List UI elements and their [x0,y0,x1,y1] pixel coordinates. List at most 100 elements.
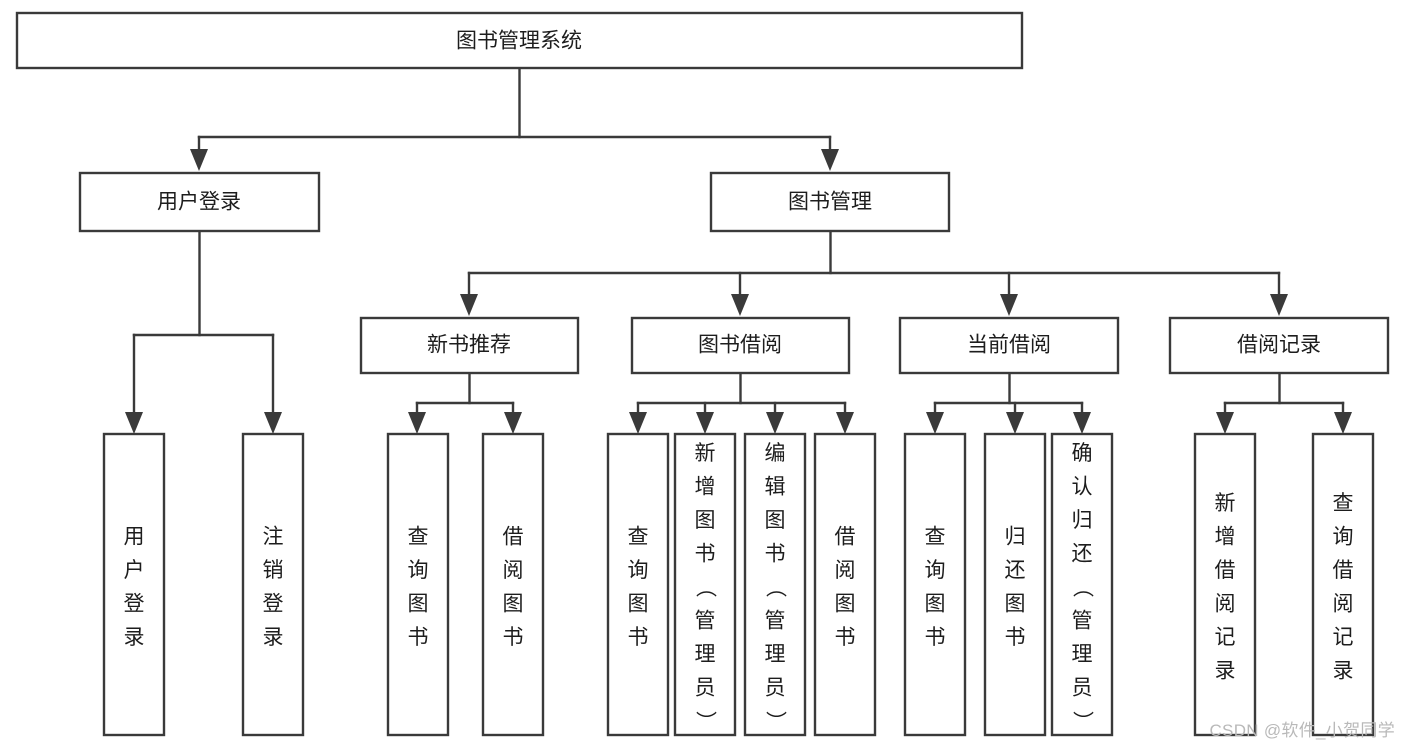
svg-text:（: （ [1070,577,1093,598]
svg-text:书: 书 [1005,626,1026,649]
leaf-query-book-2-box[interactable] [606,432,670,737]
svg-text:询: 询 [1333,526,1354,549]
svg-text:图: 图 [503,593,524,616]
arrow-to-leaf-query-book-2 [629,412,647,434]
connector-group-root [190,66,839,171]
arrow-to-leaf-query-record [1334,412,1352,434]
svg-text:阅: 阅 [835,559,856,582]
arrow-to-leaf-add-book [696,412,714,434]
node-root-label: 图书管理系统 [456,30,582,53]
node-book-borrow[interactable]: 图书借阅 [630,316,851,375]
svg-text:查: 查 [925,526,946,549]
svg-text:查: 查 [408,526,429,549]
leaf-query-record-box[interactable] [1311,432,1375,737]
leaf-edit-book-box[interactable] [743,432,807,737]
arrow-to-leaf-borrow-book-2 [836,412,854,434]
node-root[interactable]: 图书管理系统 [15,11,1024,70]
arrow-to-leaf-edit-book [766,412,784,434]
svg-text:管: 管 [765,609,786,632]
node-book-manage-box[interactable] [709,171,951,233]
svg-text:借: 借 [835,526,856,549]
svg-text:理: 理 [695,643,716,666]
svg-text:理: 理 [1072,643,1093,666]
svg-text:还: 还 [1072,542,1093,565]
arrow-to-leaf-query-book-1 [408,412,426,434]
connector-group-borrow-record [1216,371,1352,434]
node-new-book-recommend[interactable]: 新书推荐 [359,316,580,375]
svg-text:还: 还 [1005,559,1026,582]
svg-text:书: 书 [925,626,946,649]
node-new-book-recommend-box[interactable] [359,316,580,375]
svg-text:注: 注 [263,526,284,549]
svg-text:书: 书 [765,542,786,565]
node-book-borrow-box[interactable] [630,316,851,375]
node-borrow-record-box[interactable] [1168,316,1390,375]
svg-text:理: 理 [765,643,786,666]
svg-text:编: 编 [765,442,786,465]
svg-text:（: （ [763,577,786,598]
svg-text:阅: 阅 [1215,593,1236,616]
leaf-borrow-book-1-box[interactable] [481,432,545,737]
leaf-query-book-3-box[interactable] [903,432,967,737]
svg-text:记: 记 [1333,626,1354,649]
svg-text:确: 确 [1072,442,1093,465]
node-user-login-box[interactable] [78,171,321,233]
svg-text:归: 归 [1005,526,1026,549]
node-borrow-record[interactable]: 借阅记录 [1168,316,1390,375]
svg-text:员: 员 [695,676,716,699]
leaf-confirm-return-box[interactable] [1050,432,1114,737]
svg-text:询: 询 [925,559,946,582]
svg-text:录: 录 [1215,660,1236,683]
leaf-add-book-box[interactable] [673,432,737,737]
svg-text:询: 询 [628,559,649,582]
watermark-label: CSDN @软件_小贺同学 [1209,721,1395,740]
node-book-borrow-label: 图书借阅 [698,334,782,357]
leaf-add-record-box[interactable] [1193,432,1257,737]
svg-text:书: 书 [695,542,716,565]
svg-text:查: 查 [1333,492,1354,515]
arrow-to-user-login [190,149,208,171]
svg-text:新: 新 [695,442,716,465]
node-current-borrow-box[interactable] [898,316,1120,375]
svg-text:员: 员 [1072,676,1093,699]
svg-text:员: 员 [765,676,786,699]
leaf-query-book-1-box[interactable] [386,432,450,737]
node-current-borrow[interactable]: 当前借阅 [898,316,1120,375]
connector-group-book-manage [460,229,1288,316]
svg-text:用: 用 [124,526,145,549]
arrow-to-borrow-record [1270,294,1288,316]
svg-text:借: 借 [1215,559,1236,582]
svg-text:书: 书 [408,626,429,649]
connector-group-new-book-recommend [408,371,522,434]
leaf-return-book-box[interactable] [983,432,1047,737]
svg-text:书: 书 [503,626,524,649]
arrow-to-leaf-query-book-3 [926,412,944,434]
leaf-user-login-box[interactable] [102,432,166,737]
node-user-login[interactable]: 用户登录 [78,171,321,233]
svg-text:户: 户 [124,559,145,582]
svg-text:增: 增 [695,475,716,498]
node-current-borrow-label: 当前借阅 [967,334,1051,357]
connector-group-user-login [125,229,282,434]
arrow-to-leaf-borrow-book-1 [504,412,522,434]
leaf-borrow-book-2-box[interactable] [813,432,877,737]
leaf-user-login-label: 用户登录 [124,526,145,650]
node-book-manage[interactable]: 图书管理 [709,171,951,233]
svg-text:阅: 阅 [503,559,524,582]
svg-text:查: 查 [628,526,649,549]
svg-text:借: 借 [1333,559,1354,582]
svg-text:录: 录 [1333,660,1354,683]
leaf-user-logout-box[interactable] [241,432,305,737]
node-root-box[interactable] [15,11,1024,70]
